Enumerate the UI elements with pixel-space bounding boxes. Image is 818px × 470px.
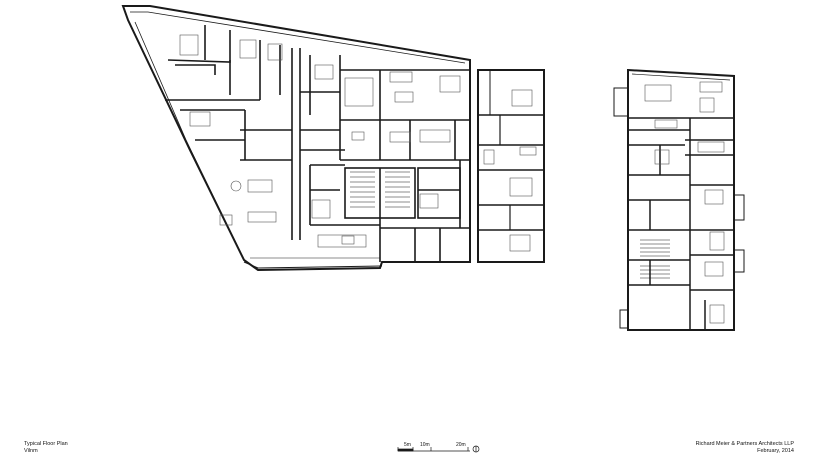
scale-bar — [397, 445, 480, 453]
sofa-icon — [699, 81, 723, 93]
scale-label-10m: 10m — [420, 442, 430, 448]
middle-block-outline — [477, 69, 545, 263]
right-tower-outline — [613, 68, 745, 331]
armchair-icon — [230, 180, 242, 192]
left-building-outline — [121, 5, 471, 272]
coffee-table-icon — [394, 91, 414, 103]
sofa-icon — [389, 71, 413, 83]
bed-icon — [704, 261, 724, 277]
dining-table-icon — [644, 84, 672, 102]
chair-icon — [219, 214, 233, 226]
drawing-caption-left: Typical Floor Plan Vilnm — [24, 441, 68, 455]
dining-table-icon — [247, 211, 277, 223]
sofa-icon — [247, 179, 273, 193]
elevator-icon — [351, 131, 365, 141]
drawing-unit: Vilnm — [24, 448, 38, 454]
kitchen-counter-icon — [317, 234, 367, 248]
bathroom-icon — [709, 304, 725, 324]
bedroom-suite-icon — [344, 77, 374, 107]
dining-table-icon — [419, 129, 451, 143]
counter-icon — [697, 141, 725, 153]
left-stair — [350, 171, 410, 208]
bathroom-icon — [311, 199, 331, 219]
architect-name: Richard Meier & Partners Architects LLP — [695, 441, 794, 447]
right-tower-walls — [628, 117, 734, 330]
bed-icon — [267, 43, 283, 61]
right-stair — [640, 239, 670, 279]
left-interior-walls — [165, 25, 470, 262]
bed-icon — [239, 39, 257, 59]
bathroom-icon — [709, 231, 725, 251]
drawing-caption-right: Richard Meier & Partners Architects LLP … — [696, 441, 794, 455]
bed-icon — [314, 64, 334, 80]
scale-bar-labels: 5m 10m 20m — [396, 442, 486, 454]
bed-icon — [509, 234, 531, 252]
bathroom-icon — [419, 193, 439, 209]
kitchen-island-icon — [389, 131, 411, 143]
drawing-date: February, 2014 — [757, 448, 794, 454]
bed-icon — [511, 89, 533, 107]
bed-icon — [189, 111, 211, 127]
elevator-icon — [341, 235, 355, 245]
bed-icon — [509, 177, 533, 197]
scale-label-5m: 5m — [404, 442, 411, 448]
bed-icon — [179, 34, 199, 56]
scale-label-20m: 20m — [456, 442, 466, 448]
bed-icon — [704, 189, 724, 205]
furniture-layer — [179, 34, 725, 324]
bathtub-icon — [483, 149, 495, 165]
bed-icon — [699, 97, 715, 113]
drawing-title: Typical Floor Plan — [24, 441, 68, 447]
counter-icon — [654, 119, 678, 129]
bathtub-icon — [519, 146, 537, 156]
left-balcony — [243, 257, 383, 269]
dining-table-icon — [439, 75, 461, 93]
bathroom-icon — [654, 149, 670, 165]
